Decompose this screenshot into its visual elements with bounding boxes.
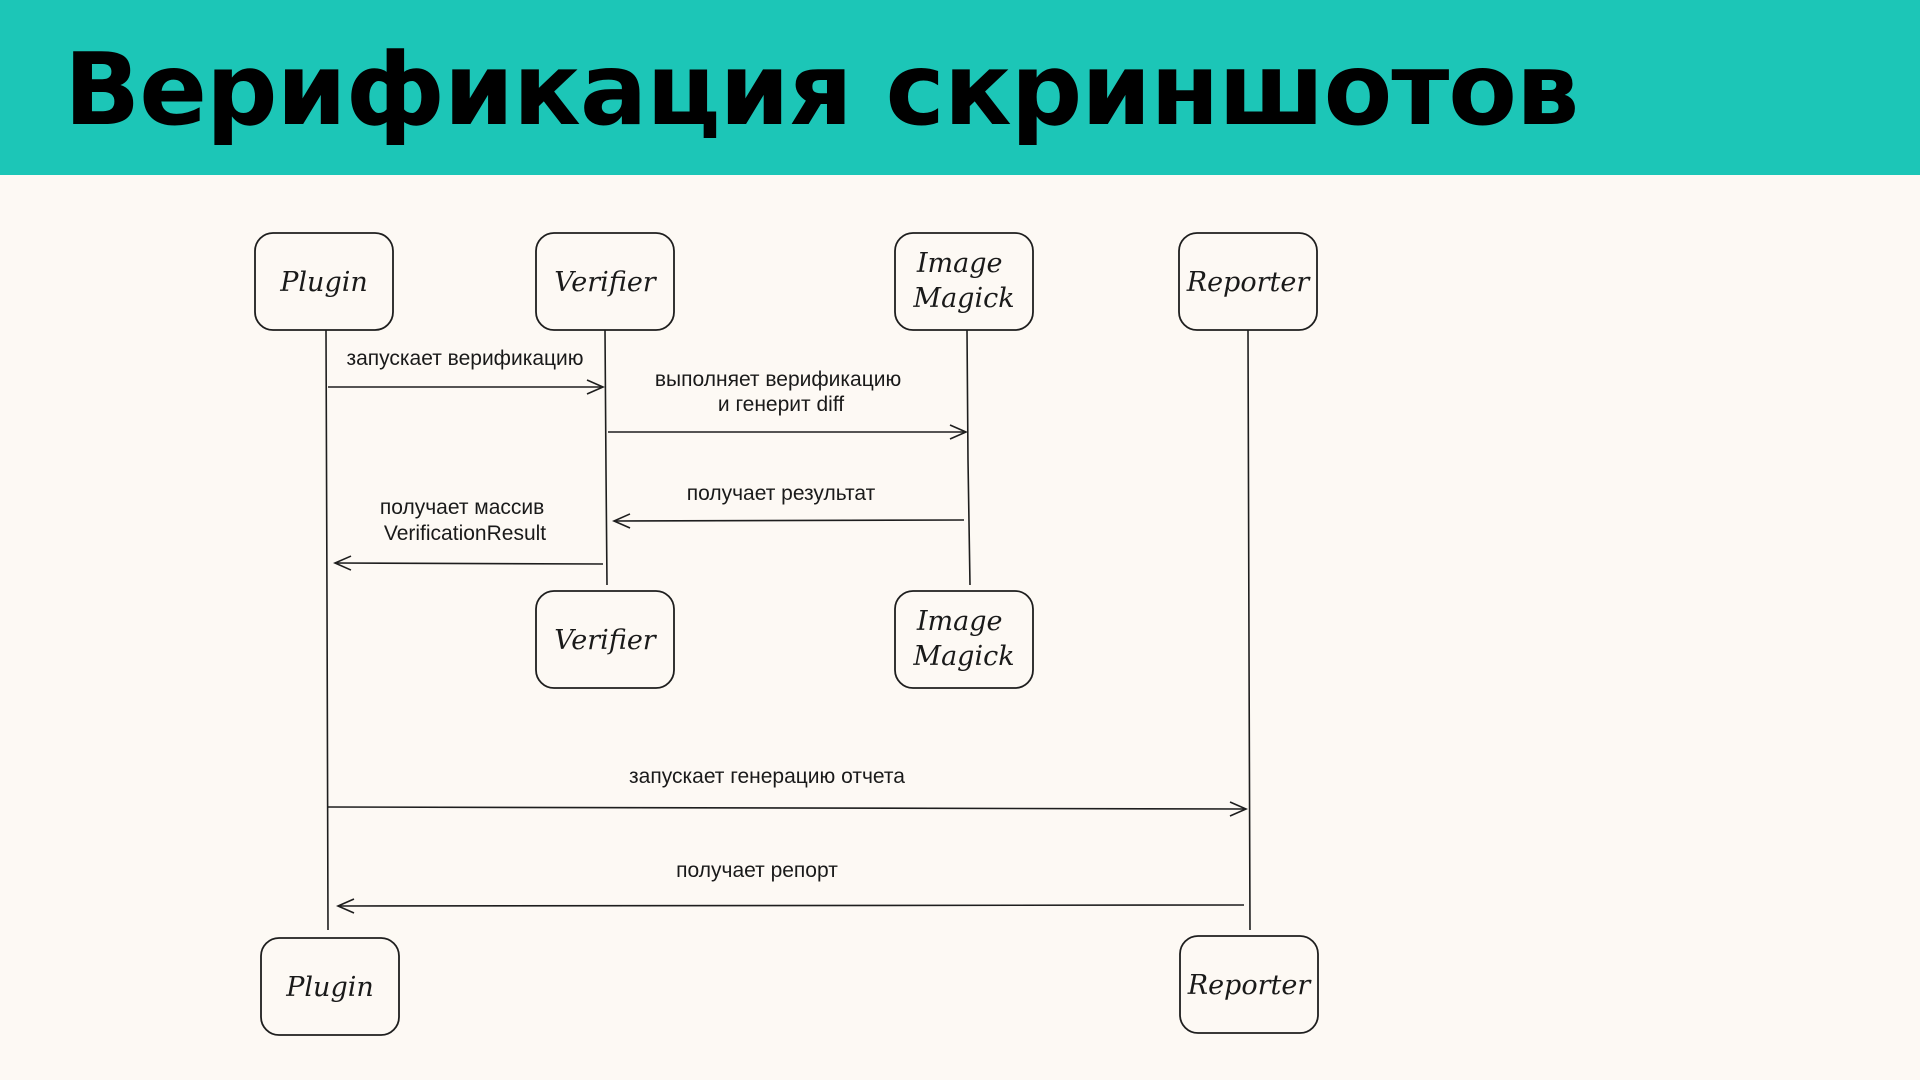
message-start-report: запускает генерацию отчета [327, 765, 1248, 817]
message-get-report: получает репорт [336, 859, 1245, 914]
participant-verifier-bottom: Verifier [535, 590, 675, 689]
message-label: запускает генерацию отчета [629, 765, 905, 788]
participant-label-line-1: Image [916, 606, 1003, 637]
participant-label: Plugin [285, 972, 374, 1003]
participant-verifier-top: Verifier [535, 232, 675, 331]
reporter-lifeline [1247, 329, 1251, 931]
page-title: Верификация скриншотов [64, 31, 1579, 148]
message-label: получает репорт [676, 859, 838, 882]
participant-reporter-top: Reporter [1178, 232, 1318, 331]
message-label: получает результат [687, 482, 876, 505]
plugin-lifeline [325, 329, 329, 931]
participant-label-line-2: Magick [912, 641, 1014, 672]
verifier-lifeline [604, 329, 608, 586]
svg-text:Image Magick: Image Magick [912, 606, 1014, 672]
svg-text:Reporter: Reporter [1187, 970, 1313, 1001]
message-label-line-1: выполняет верификацию [655, 368, 901, 391]
svg-text:получает результат: получает результат [687, 482, 876, 505]
message-label-line-2: VerificationResult [384, 522, 546, 545]
svg-text:Reporter: Reporter [1186, 267, 1312, 298]
message-start-verification: запускает верификацию [328, 347, 605, 395]
participant-plugin-top: Plugin [254, 232, 394, 331]
message-get-array: получает массив VerificationResult [333, 496, 604, 571]
message-label-line-1: получает массив [380, 496, 544, 519]
message-label-line-2: и генерит diff [718, 393, 844, 416]
svg-text:Image Magick: Image Magick [912, 248, 1014, 314]
svg-text:получает массив Verifi: получает массив VerificationResult [380, 496, 550, 545]
message-arrow [612, 513, 965, 529]
title-bar: Верификация скриншотов [0, 0, 1920, 175]
participant-imagemagick-bottom: Image Magick [894, 590, 1034, 689]
svg-text:выполняет верификацию: выполняет верификацию и генерит diff [655, 368, 907, 416]
svg-text:Verifier: Verifier [554, 267, 658, 298]
participant-label: Verifier [554, 267, 658, 298]
participant-plugin-bottom: Plugin [260, 937, 400, 1036]
message-label: запускает верификацию [346, 347, 583, 370]
svg-text:Verifier: Verifier [554, 625, 658, 656]
message-arrow [336, 898, 1245, 914]
svg-text:Plugin: Plugin [285, 972, 374, 1003]
message-get-result: получает результат [612, 482, 965, 529]
participant-label: Verifier [554, 625, 658, 656]
imagemagick-lifeline [966, 329, 971, 586]
participant-reporter-bottom: Reporter [1179, 935, 1319, 1034]
svg-text:запускает генерацию отчета: запускает генерацию отчета [629, 765, 905, 788]
svg-text:получает репорт: получает репорт [676, 859, 838, 882]
participant-label: Plugin [279, 267, 368, 298]
message-arrow [327, 801, 1248, 817]
participant-label-line-2: Magick [912, 283, 1014, 314]
message-arrow [333, 555, 604, 571]
participant-label: Reporter [1187, 970, 1313, 1001]
svg-text:запускает верификацию: запускает верификацию [346, 347, 583, 370]
participant-imagemagick-top: Image Magick [894, 232, 1034, 331]
svg-text:Plugin: Plugin [279, 267, 368, 298]
participant-label-line-1: Image [916, 248, 1003, 279]
message-perform-verification: выполняет верификацию и генерит diff [608, 368, 968, 440]
participant-label: Reporter [1186, 267, 1312, 298]
